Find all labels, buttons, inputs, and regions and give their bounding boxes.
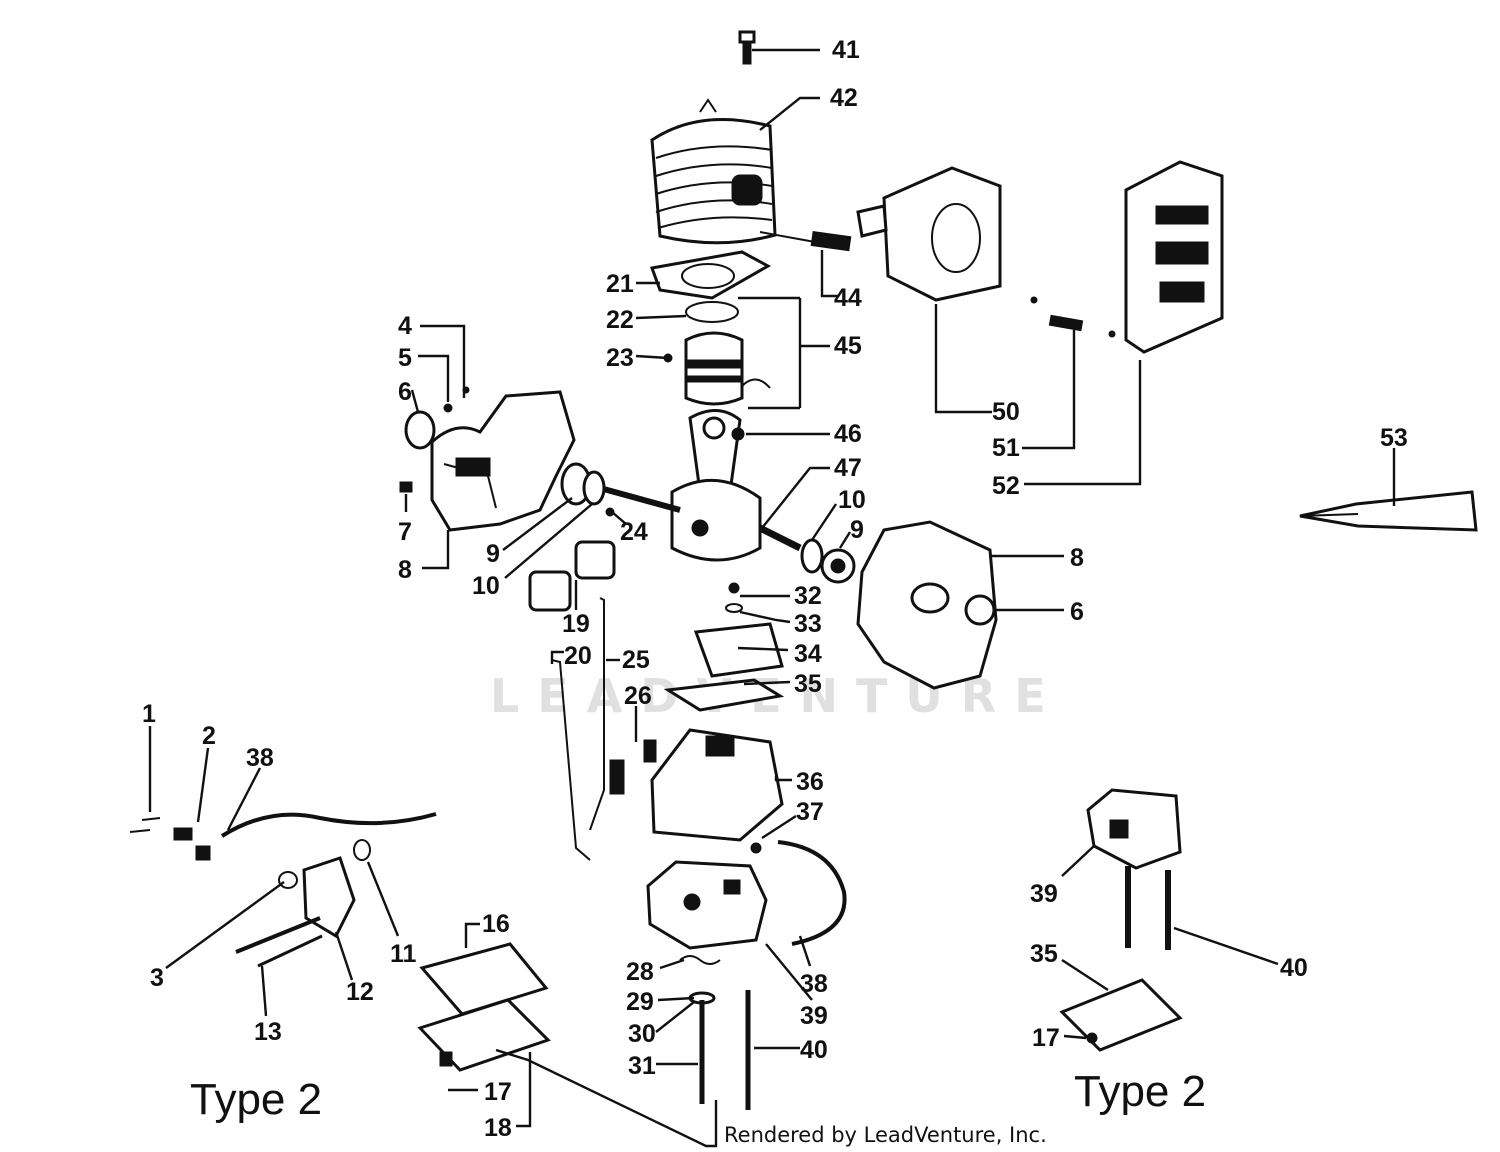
callout-12: 12 [346, 978, 374, 1006]
callout-40-type2: 40 [1280, 954, 1308, 982]
callout-29: 29 [626, 988, 654, 1016]
callout-11: 11 [390, 940, 417, 968]
callout-37: 37 [796, 798, 824, 826]
callout-35: 35 [794, 670, 822, 698]
callout-9-left: 9 [486, 540, 500, 568]
callout-16: 16 [482, 910, 510, 938]
callout-26: 26 [624, 682, 652, 710]
type2-gasket [1059, 978, 1183, 1052]
callout-35-type2: 35 [1030, 940, 1058, 968]
muffler [856, 166, 1002, 302]
carburetor [646, 840, 847, 950]
callout-9-right: 9 [850, 516, 864, 544]
callout-3: 3 [150, 964, 164, 992]
callout-6-left: 6 [398, 378, 412, 406]
type-2-label-right: Type 2 [1074, 1067, 1206, 1116]
callout-40: 40 [800, 1036, 828, 1064]
piston-kit-bracket [738, 296, 802, 410]
callout-10-right: 10 [838, 486, 866, 514]
callout-17-type2: 17 [1032, 1024, 1060, 1052]
callout-42: 42 [830, 84, 858, 112]
throttle-rods [551, 597, 605, 861]
piston-ring [685, 301, 739, 323]
type-2-label-left: Type 2 [190, 1075, 322, 1124]
air-filters [528, 540, 616, 612]
callout-44: 44 [834, 284, 862, 312]
carburetor-adapter [663, 582, 785, 712]
callout-20: 20 [564, 642, 592, 670]
right-crankcase [800, 520, 998, 690]
cylinder-gasket [649, 250, 772, 300]
piston [663, 331, 771, 406]
callout-32: 32 [794, 582, 822, 610]
callout-46: 46 [834, 420, 862, 448]
left-type2-gaskets [417, 942, 551, 1072]
leader-lines [148, 48, 1396, 1148]
callout-33: 33 [794, 610, 822, 638]
callout-17-left: 17 [484, 1078, 512, 1106]
callout-36: 36 [796, 768, 824, 796]
callout-23: 23 [606, 344, 634, 372]
muffler-cover-spring [1030, 296, 1116, 338]
callout-numbers: 41 42 44 21 22 45 23 4 5 6 7 8 9 10 24 4… [142, 36, 1408, 1142]
callout-45: 45 [834, 332, 862, 360]
callout-21: 21 [606, 270, 634, 298]
fuel-pump-parts [129, 812, 437, 968]
callout-5: 5 [398, 344, 412, 372]
air-box [609, 728, 784, 842]
callout-19: 19 [562, 610, 590, 638]
carburetor-bolts [679, 955, 751, 1110]
sealant-tube [1299, 490, 1478, 532]
callout-18: 18 [484, 1114, 512, 1142]
callout-34: 34 [794, 640, 822, 668]
cylinder [650, 98, 777, 245]
callout-1: 1 [142, 700, 156, 728]
callout-30: 30 [628, 1020, 656, 1048]
type2-carburetor [1086, 788, 1182, 950]
callout-6-right: 6 [1070, 598, 1084, 626]
callout-47: 47 [834, 454, 862, 482]
muffler-spring [759, 230, 852, 252]
callout-8-left: 8 [398, 556, 412, 584]
callout-22: 22 [606, 306, 634, 334]
callout-4: 4 [398, 312, 412, 340]
callout-28: 28 [626, 958, 654, 986]
callout-24: 24 [620, 518, 648, 546]
muffler-cover [1124, 160, 1224, 354]
crankshaft-connecting-rod [599, 409, 802, 562]
cylinder-bolt [738, 30, 756, 65]
callout-53: 53 [1380, 424, 1408, 452]
callout-41: 41 [832, 36, 860, 64]
left-crankcase [399, 386, 606, 532]
callout-13: 13 [254, 1018, 282, 1046]
callout-7: 7 [398, 518, 412, 546]
callout-39: 39 [800, 1002, 828, 1030]
callout-10-left: 10 [472, 572, 500, 600]
callout-50: 50 [992, 398, 1020, 426]
callout-38-left: 38 [246, 744, 274, 772]
render-credit: Rendered by LeadVenture, Inc. [724, 1123, 1047, 1147]
callout-2: 2 [202, 722, 216, 750]
callout-51: 51 [992, 434, 1020, 462]
callout-8-right: 8 [1070, 544, 1084, 572]
callout-31: 31 [628, 1052, 656, 1080]
callout-38-right: 38 [800, 970, 828, 998]
callout-39-type2: 39 [1030, 880, 1058, 908]
callout-25: 25 [622, 646, 650, 674]
callout-52: 52 [992, 472, 1020, 500]
